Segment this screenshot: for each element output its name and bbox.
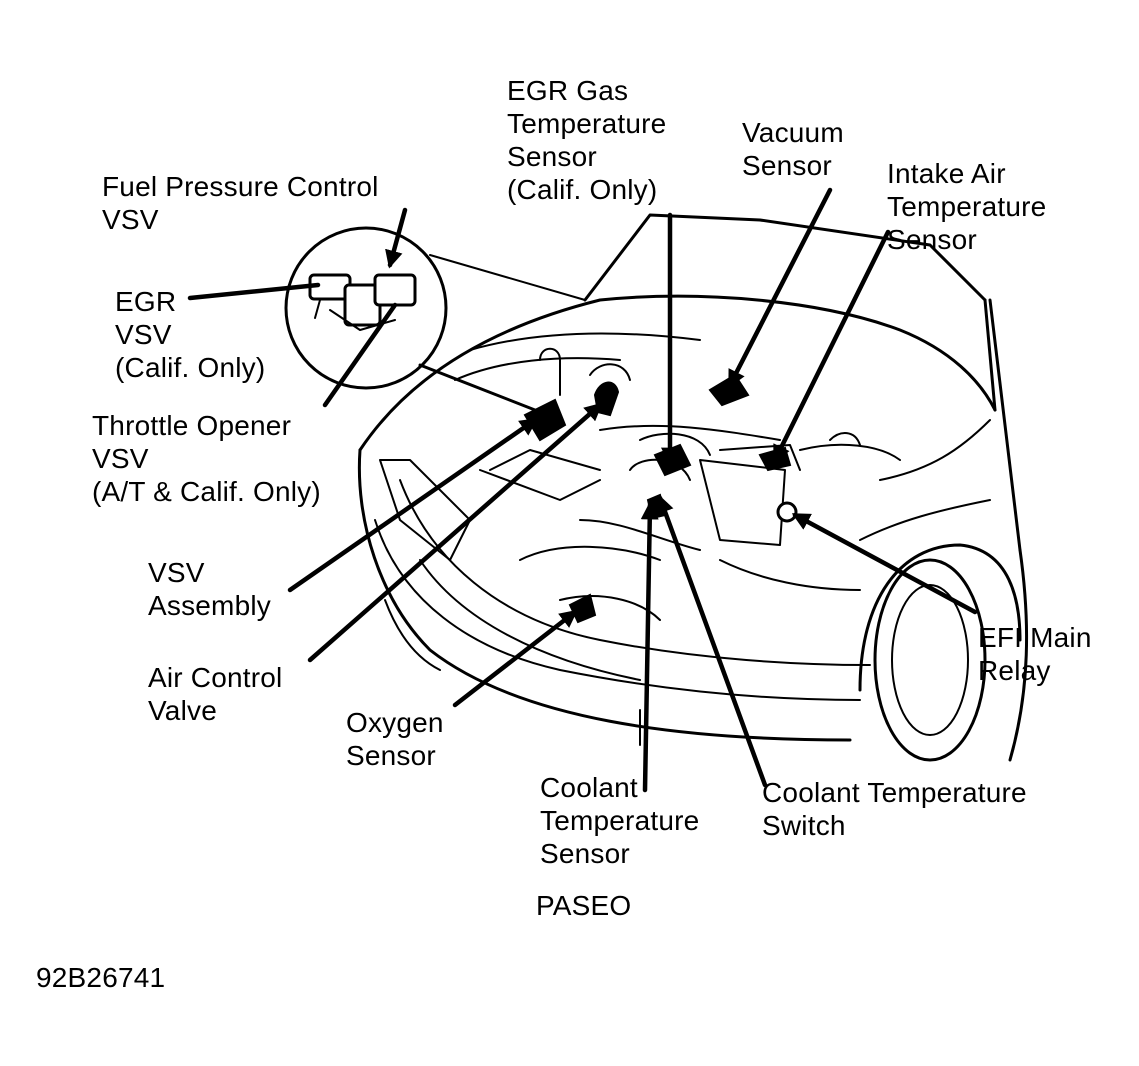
leader-coolant-temp-switch xyxy=(656,494,768,788)
leader-intake-air-temp xyxy=(772,229,891,464)
leader-egr-vsv xyxy=(187,282,321,301)
leader-fuel-pressure-vsv xyxy=(385,207,408,269)
label-throttle-opener-vsv: Throttle Opener VSV (A/T & Calif. Only) xyxy=(92,410,321,507)
label-fuel-pressure-control-vsv: Fuel Pressure Control VSV xyxy=(102,171,379,235)
label-vsv-assembly: VSV Assembly xyxy=(148,557,271,621)
vsv-assembly-part xyxy=(523,398,567,442)
diagram-caption: PASEO xyxy=(536,890,632,921)
leader-vsv-assembly xyxy=(287,417,538,593)
leader-throttle-opener xyxy=(322,302,398,408)
leader-efi-main-relay xyxy=(791,512,978,615)
label-oxygen-sensor: Oxygen Sensor xyxy=(346,707,444,771)
label-coolant-temperature-sensor: Coolant Temperature Sensor xyxy=(540,772,700,869)
leader-vacuum-sensor xyxy=(727,187,833,389)
figure-id: 92B26741 xyxy=(36,962,166,993)
label-coolant-temperature-switch: Coolant Temperature Switch xyxy=(762,777,1027,841)
efi-relay-part xyxy=(776,501,798,523)
leader-coolant-temp-sensor xyxy=(640,501,659,793)
air-control-valve-part xyxy=(593,381,620,417)
car-outline xyxy=(357,213,1029,762)
label-vacuum-sensor: Vacuum Sensor xyxy=(742,117,844,181)
leader-oxygen-sensor xyxy=(452,609,578,708)
label-egr-gas-temperature-sensor: EGR Gas Temperature Sensor (Calif. Only) xyxy=(507,75,667,205)
label-intake-air-temperature-sensor: Intake Air Temperature Sensor xyxy=(887,158,1047,255)
vsv-detail-inset xyxy=(284,226,537,412)
label-efi-main-relay: EFI Main Relay xyxy=(978,622,1092,686)
label-air-control-valve: Air Control Valve xyxy=(148,662,283,726)
leader-lines xyxy=(187,187,978,793)
vacuum-sensor-part xyxy=(708,373,750,407)
leader-air-control-valve xyxy=(307,402,603,663)
oxygen-sensor-part xyxy=(568,593,597,624)
label-egr-vsv: EGR VSV (Calif. Only) xyxy=(115,286,266,383)
